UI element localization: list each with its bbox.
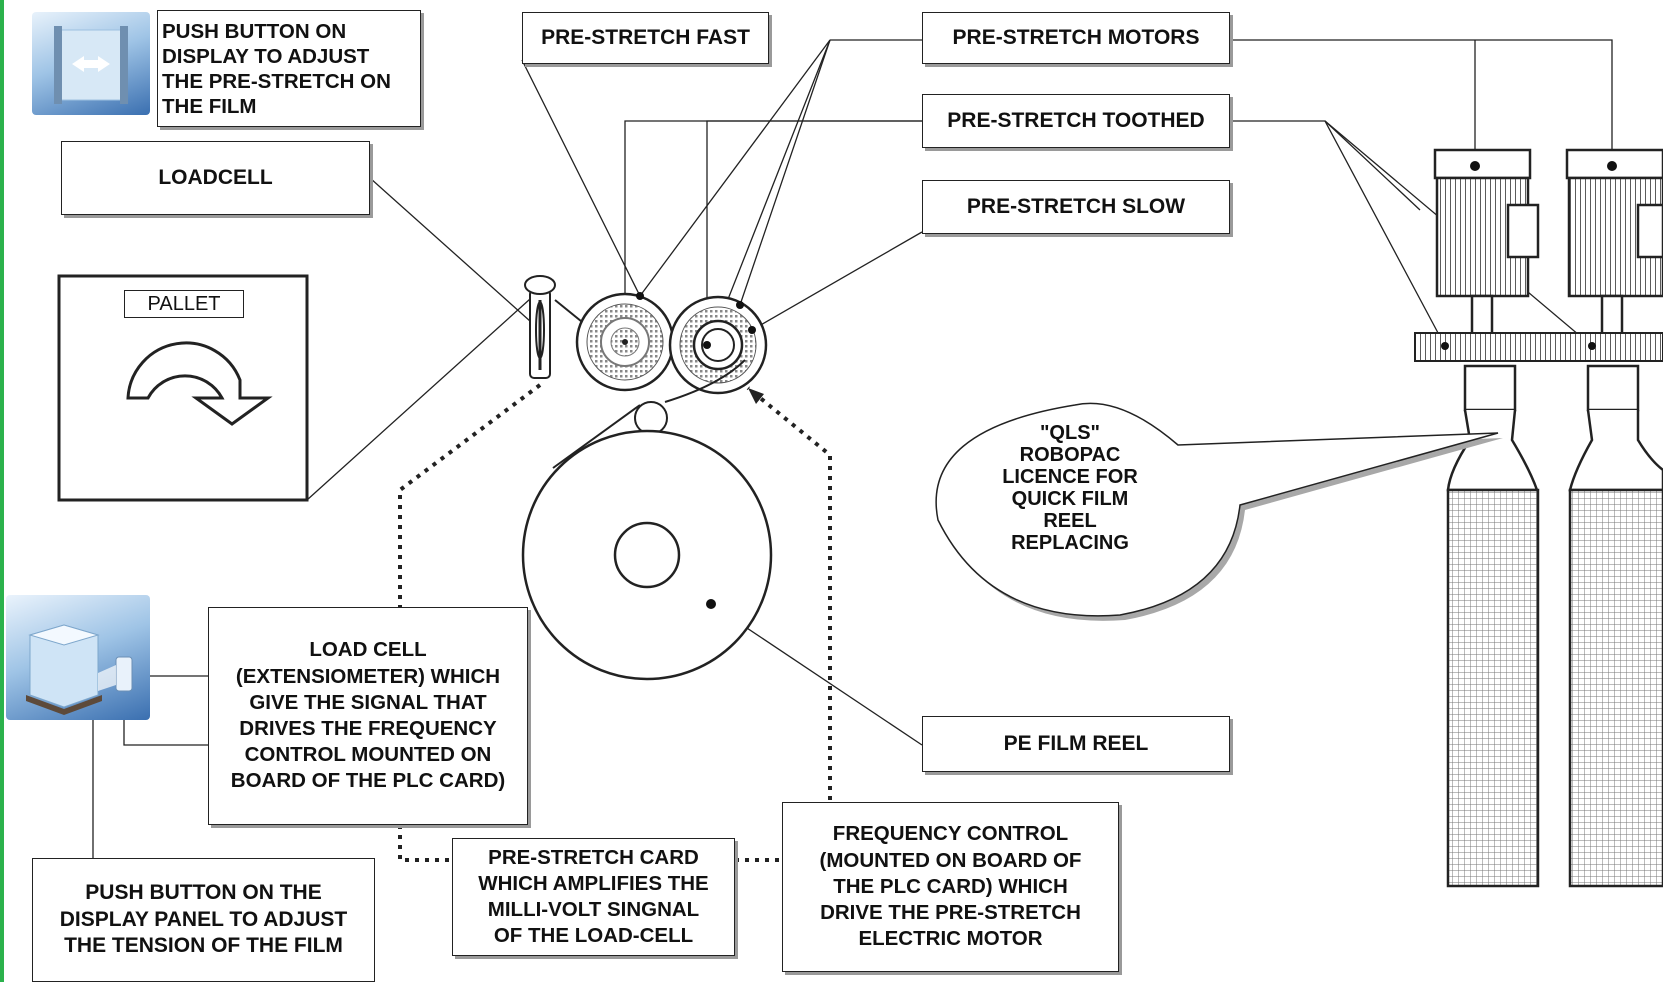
loadcell-label: LOADCELL <box>61 141 370 215</box>
film-stretch-icon[interactable] <box>32 12 150 115</box>
prestretch-card-label: PRE-STRETCH CARD WHICH AMPLIFIES THE MIL… <box>452 838 735 956</box>
prestretch-slow-label: PRE-STRETCH SLOW <box>922 180 1230 234</box>
prestretch-fast-roller <box>575 292 675 392</box>
prestretch-fast-label: PRE-STRETCH FAST <box>522 12 769 64</box>
prestretch-motors-label: PRE-STRETCH MOTORS <box>922 12 1230 64</box>
idler-roller <box>634 401 668 435</box>
qls-bubble <box>935 402 1503 621</box>
qls-bubble-text: "QLS" ROBOPAC LICENCE FOR QUICK FILM REE… <box>1002 422 1138 554</box>
push-button-tension-label: PUSH BUTTON ON THE DISPLAY PANEL TO ADJU… <box>32 858 375 982</box>
prestretch-toothed-label: PRE-STRETCH TOOTHED <box>922 94 1230 148</box>
toothed-gear-bar <box>1414 332 1663 362</box>
rotation-arrow-icon <box>126 341 273 426</box>
left-edge-bar <box>0 0 4 982</box>
frequency-control-label: FREQUENCY CONTROL (MOUNTED ON BOARD OF T… <box>782 802 1119 972</box>
film-rolls <box>1446 364 1663 888</box>
leader-lines <box>92 39 1613 858</box>
pallet-film-icon[interactable] <box>6 595 150 720</box>
prestretch-slow-roller <box>668 295 768 395</box>
pe-film-reel <box>521 429 773 681</box>
prestretch-motor-left <box>1433 148 1540 338</box>
load-cell-description-label: LOAD CELL (EXTENSIOMETER) WHICH GIVE THE… <box>208 607 528 825</box>
pe-film-reel-label: PE FILM REEL <box>922 716 1230 772</box>
pallet-label: PALLET <box>124 290 244 318</box>
loadcell-element <box>524 275 556 379</box>
push-button-prestretch-label: PUSH BUTTON ON DISPLAY TO ADJUST THE PRE… <box>157 10 421 127</box>
prestretch-motor-right <box>1565 148 1663 338</box>
